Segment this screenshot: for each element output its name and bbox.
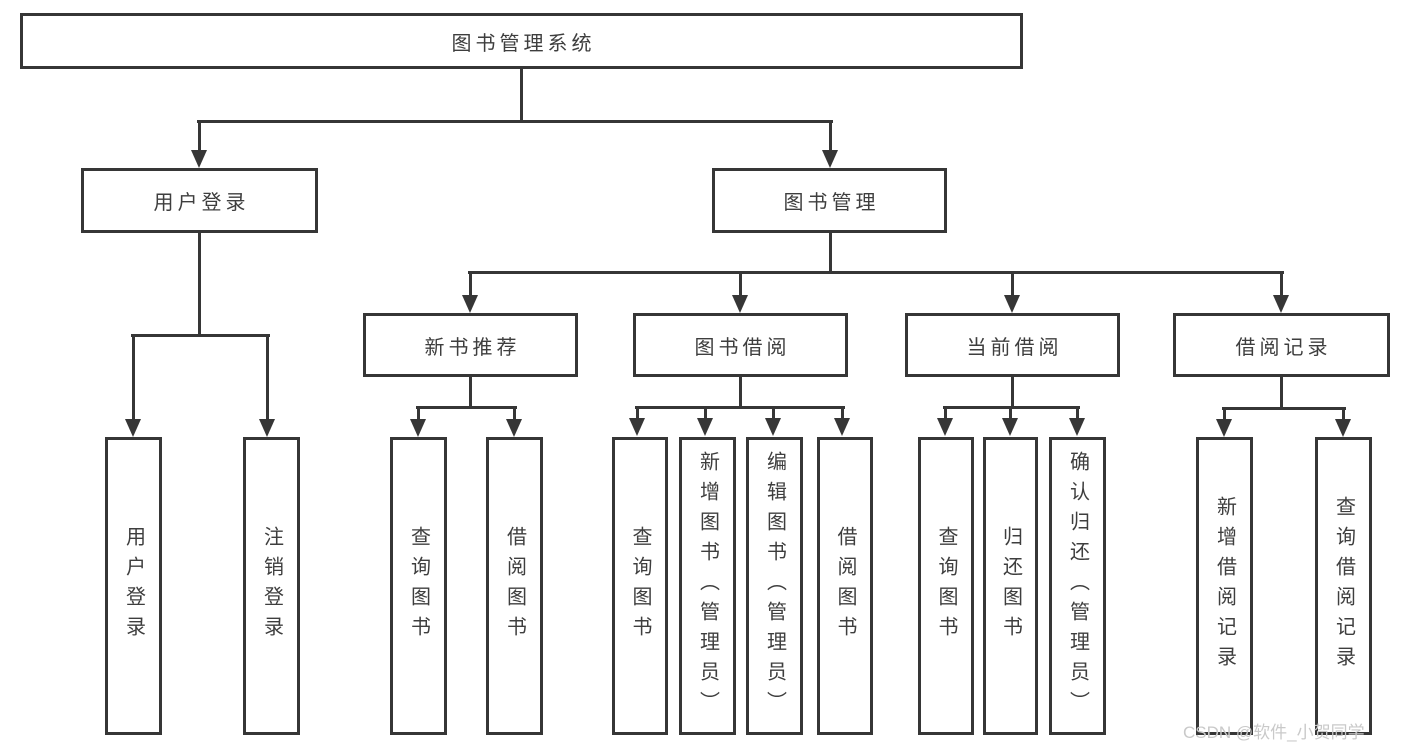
node-book-borrowing: 图书借阅 [633,313,848,377]
leaf-user-login: 用户登录 [105,437,162,735]
arrowhead-borrowing-leaf4-icon [834,418,850,436]
arrowhead-current-icon [1004,295,1020,313]
arrowhead-leaf-logout-icon [259,419,275,437]
node-new-book-recommendation-label: 新书推荐 [424,336,521,359]
arrowhead-records-leaf1-icon [1216,419,1232,437]
connector-leaf-logout-shaft [266,336,269,421]
connector-user-login-stem [198,231,201,336]
connector-records-leaf2-shaft [1342,409,1345,421]
connector-borrowing-stem [739,375,742,408]
node-book-management-label: 图书管理 [783,192,880,214]
node-book-borrowing-label: 图书借阅 [694,336,791,359]
node-borrowing-records: 借阅记录 [1173,313,1390,377]
connector-records-rail [1222,407,1346,410]
arrowhead-book-management-icon [822,150,838,168]
node-current-borrowing: 当前借阅 [905,313,1120,377]
arrowhead-records-leaf2-icon [1335,419,1351,437]
connector-recommend-leaf1-shaft [417,408,420,421]
connector-records-stem [1280,375,1283,409]
connector-leaf-login-shaft [132,336,135,421]
arrowhead-current-leaf3-icon [1069,418,1085,436]
connector-borrowing-leaf1-shaft [636,408,639,420]
node-user-login-label: 用户登录 [153,192,250,214]
leaf-logout-label: 注销登录 [260,526,283,646]
leaf-borrowing-borrow-books-label: 借阅图书 [834,526,856,646]
arrowhead-recommend-leaf2-icon [506,419,522,437]
connector-current-leaf2-shaft [1009,408,1012,420]
connector-recommend-stem [469,375,472,408]
node-root-label: 图书管理系统 [451,32,596,55]
arrowhead-borrowing-leaf1-icon [629,418,645,436]
node-user-login: 用户登录 [81,168,318,233]
connector-user-login-shaft [198,122,201,152]
leaf-confirm-return-admin-label: 确认归还（管理员） [1066,451,1089,721]
connector-borrowing-leaf3-shaft [772,408,775,420]
leaf-recommend-borrow-books-label: 借阅图书 [503,526,526,646]
connector-borrowing-leaf2-shaft [704,408,707,420]
csdn-watermark: CSDN @软件_小贺同学 [1183,723,1365,742]
arrowhead-user-login-icon [191,150,207,168]
leaf-confirm-return-admin: 确认归还（管理员） [1049,437,1106,735]
leaf-recommend-query-books-label: 查询图书 [407,526,430,646]
arrowhead-recommend-icon [462,295,478,313]
arrowhead-borrowing-icon [732,295,748,313]
leaf-borrowing-borrow-books: 借阅图书 [817,437,873,735]
connector-current-leaf1-shaft [944,408,947,420]
leaf-recommend-query-books: 查询图书 [390,437,447,735]
leaf-add-books-admin-label: 新增图书（管理员） [696,451,719,721]
connector-records-leaf1-shaft [1223,409,1226,421]
arrowhead-borrowing-leaf3-icon [765,418,781,436]
connector-borrowing-leaf4-shaft [841,408,844,420]
leaf-add-borrow-record-label: 新增借阅记录 [1213,496,1236,676]
leaf-query-borrow-record-label: 查询借阅记录 [1332,496,1355,676]
leaf-edit-books-admin: 编辑图书（管理员） [746,437,803,735]
connector-recommend-rail [416,406,517,409]
arrowhead-recommend-leaf1-icon [410,419,426,437]
leaf-edit-books-admin-label: 编辑图书（管理员） [763,451,786,721]
leaf-borrowing-query-books-label: 查询图书 [629,526,651,646]
connector-user-login-rail [131,334,270,337]
arrowhead-borrowing-leaf2-icon [697,418,713,436]
leaf-add-books-admin: 新增图书（管理员） [679,437,736,735]
connector-book-management-shaft [829,122,832,152]
connector-book-management-stem [829,231,832,273]
leaf-borrowing-query-books: 查询图书 [612,437,668,735]
connector-root-stem [520,68,523,122]
connector-recommend-leaf2-shaft [513,408,516,421]
node-book-management: 图书管理 [712,168,947,233]
connector-current-shaft [1011,273,1014,297]
leaf-user-login-label: 用户登录 [122,526,145,646]
leaf-return-books-label: 归还图书 [999,526,1022,646]
leaf-add-borrow-record: 新增借阅记录 [1196,437,1253,735]
arrowhead-current-leaf1-icon [937,418,953,436]
arrowhead-leaf-login-icon [125,419,141,437]
arrowhead-records-icon [1273,295,1289,313]
connector-borrowing-shaft [739,273,742,297]
node-current-borrowing-label: 当前借阅 [966,336,1063,359]
connector-recommend-shaft [469,273,472,297]
leaf-logout: 注销登录 [243,437,300,735]
connector-level2-rail [468,271,1284,274]
connector-records-shaft [1280,273,1283,297]
leaf-recommend-borrow-books: 借阅图书 [486,437,543,735]
leaf-current-query-books: 查询图书 [918,437,974,735]
node-root: 图书管理系统 [20,13,1023,69]
arrowhead-current-leaf2-icon [1002,418,1018,436]
node-borrowing-records-label: 借阅记录 [1235,336,1332,359]
leaf-query-borrow-record: 查询借阅记录 [1315,437,1372,735]
connector-current-stem [1011,375,1014,408]
connector-current-rail [943,406,1080,409]
connector-level1-rail [197,120,833,123]
connector-current-leaf3-shaft [1076,408,1079,420]
leaf-return-books: 归还图书 [983,437,1038,735]
node-new-book-recommendation: 新书推荐 [363,313,578,377]
leaf-current-query-books-label: 查询图书 [935,526,957,646]
connector-borrowing-rail [635,406,845,409]
